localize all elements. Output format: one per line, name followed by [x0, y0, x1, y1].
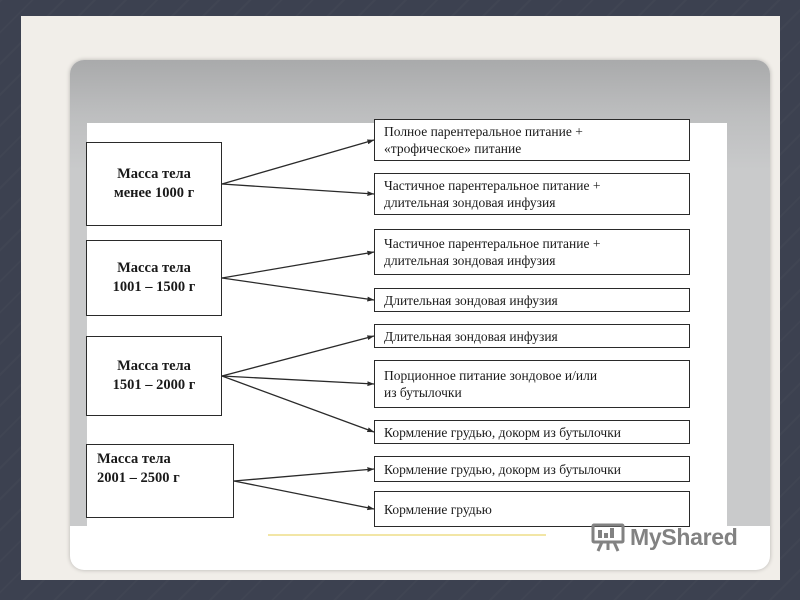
feeding-option-box: Частичное парентеральное питание + длите…	[374, 173, 690, 215]
feeding-option-box: Кормление грудью	[374, 491, 690, 527]
feeding-option-box: Полное парентеральное питание + «трофиче…	[374, 119, 690, 161]
feeding-option-box: Длительная зондовая инфузия	[374, 288, 690, 312]
feeding-option-box: Частичное парентеральное питание + длите…	[374, 229, 690, 275]
feeding-option-line: длительная зондовая инфузия	[384, 253, 556, 268]
feeding-option-line: Кормление грудью, докорм из бутылочки	[384, 461, 622, 477]
arrow-l2-to-r4	[221, 277, 375, 302]
feeding-option-line: из бутылочки	[384, 385, 462, 400]
feeding-option-line: Длительная зондовая инфузия	[384, 292, 558, 308]
decorative-accent-line	[268, 534, 546, 536]
weight-box-label: Масса тела	[97, 451, 171, 467]
weight-box-range: 1001 – 1500 г	[112, 279, 196, 295]
arrow-l3-to-r6	[221, 375, 375, 387]
weight-box-range: 1501 – 2000 г	[112, 377, 196, 393]
weight-box-label: Масса тела	[117, 166, 191, 182]
arrow-l4-to-r9	[233, 480, 375, 511]
weight-box-under-1000g: Масса тела менее 1000 г	[86, 142, 222, 226]
weight-box-label: Масса тела	[117, 260, 191, 276]
feeding-option-line: Кормление грудью	[384, 501, 492, 517]
weight-box-1501-2000g: Масса тела 1501 – 2000 г	[86, 336, 222, 416]
feeding-option-line: Полное парентеральное питание +	[384, 124, 583, 139]
feeding-option-line: длительная зондовая инфузия	[384, 195, 556, 210]
arrow-l2-to-r3	[221, 250, 375, 279]
arrow-l4-to-r8	[233, 467, 375, 482]
weight-box-range: 2001 – 2500 г	[97, 470, 180, 486]
feeding-option-box: Длительная зондовая инфузия	[374, 324, 690, 348]
weight-box-2001-2500g: Масса тела 2001 – 2500 г	[86, 444, 234, 518]
feeding-option-line: Длительная зондовая инфузия	[384, 328, 558, 344]
feeding-option-box: Кормление грудью, докорм из бутылочки	[374, 420, 690, 444]
arrow-l1-to-r1	[221, 139, 375, 185]
logo-text: MyShared	[630, 523, 738, 550]
weight-box-range: менее 1000 г	[113, 185, 195, 201]
feeding-option-line: «трофическое» питание	[384, 141, 522, 156]
presentation-board-icon	[591, 523, 625, 552]
weight-box-label: Масса тела	[117, 358, 191, 374]
feeding-option-line: Порционное питание зондовое и/или	[384, 368, 598, 383]
feeding-option-line: Частичное парентеральное питание +	[384, 236, 601, 251]
arrow-l3-to-r5	[221, 335, 375, 377]
feeding-option-box: Порционное питание зондовое и/или из бут…	[374, 360, 690, 408]
feeding-option-line: Частичное парентеральное питание +	[384, 178, 601, 193]
arrow-l3-to-r7	[221, 375, 375, 433]
weight-box-1001-1500g: Масса тела 1001 – 1500 г	[86, 240, 222, 316]
feeding-option-box: Кормление грудью, докорм из бутылочки	[374, 456, 690, 482]
myshared-logo: MyShared	[591, 520, 738, 554]
arrow-l1-to-r2	[221, 183, 375, 197]
feeding-option-line: Кормление грудью, докорм из бутылочки	[384, 424, 622, 440]
